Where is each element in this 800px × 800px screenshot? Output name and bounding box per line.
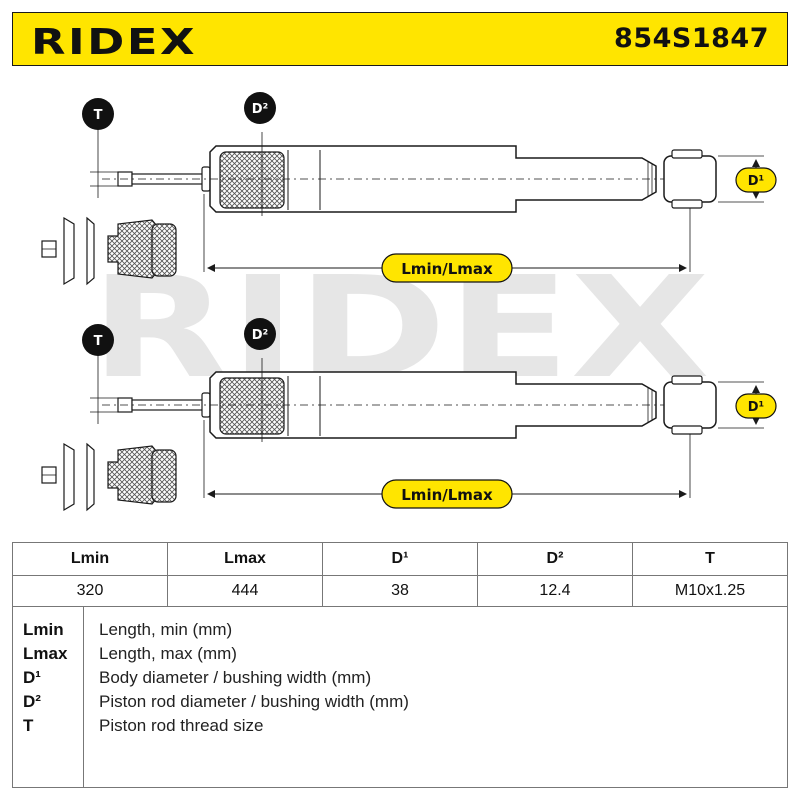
- body-diameter-label-top: D¹: [748, 174, 765, 189]
- length-label-top: Lmin/Lmax: [401, 260, 493, 278]
- spec-value-lmin: 320: [12, 575, 168, 607]
- spec-header-t: T: [632, 542, 788, 576]
- spec-table-value-row: 320 444 38 12.4 M10x1.25: [12, 575, 788, 607]
- rod-diameter-label-bottom: D²: [252, 328, 269, 343]
- drawing-view-bottom: T D² D¹ Lmin/Lmax: [42, 318, 777, 510]
- legend-key: Lmax: [23, 644, 68, 663]
- rod-callout-top: D²: [244, 92, 276, 124]
- body-diameter-label-bottom: D¹: [748, 400, 765, 415]
- header-bar: RIDEX 854S1847: [12, 12, 788, 66]
- brand-logo-text: RIDEX: [31, 26, 197, 58]
- length-callout-top: Lmin/Lmax: [381, 253, 513, 283]
- legend-desc: Length, min (mm): [99, 620, 233, 639]
- length-label-bottom: Lmin/Lmax: [401, 486, 493, 504]
- spec-table-header-row: Lmin Lmax D¹ D² T: [12, 542, 788, 576]
- spec-table: Lmin Lmax D¹ D² T 320 444 38 12.4 M10x1.…: [12, 542, 788, 607]
- spec-header-d1: D¹: [322, 542, 478, 576]
- spec-value-d1: 38: [322, 575, 478, 607]
- spec-header-lmin: Lmin: [12, 542, 168, 576]
- legend: Lmin Length, min (mm) Lmax Length, max (…: [12, 606, 788, 788]
- body-callout-bottom: D¹: [735, 393, 777, 419]
- thread-callout-bottom: T: [82, 324, 114, 356]
- spec-header-lmax: Lmax: [167, 542, 323, 576]
- drawing-view-top: T D² D¹ Lmin/Lmax: [42, 92, 777, 284]
- legend-row-lmax: Lmax Length, max (mm): [13, 644, 787, 668]
- legend-row-t: T Piston rod thread size: [13, 716, 787, 740]
- legend-key: T: [23, 716, 34, 735]
- legend-key: D¹: [23, 668, 41, 687]
- legend-key: D²: [23, 692, 41, 711]
- thread-label-top: T: [94, 108, 103, 123]
- thread-callout-top: T: [82, 98, 114, 130]
- legend-row-d1: D¹ Body diameter / bushing width (mm): [13, 668, 787, 692]
- rod-callout-bottom: D²: [244, 318, 276, 350]
- length-callout-bottom: Lmin/Lmax: [381, 479, 513, 509]
- spec-value-d2: 12.4: [477, 575, 633, 607]
- brand-logo: RIDEX: [31, 26, 197, 58]
- legend-divider: [83, 606, 84, 787]
- spec-value-lmax: 444: [167, 575, 323, 607]
- drawing-canvas: RIDEX T D² D¹ Lmin/Lmax: [12, 92, 777, 542]
- legend-row-d2: D² Piston rod diameter / bushing width (…: [13, 692, 787, 716]
- legend-row-lmin: Lmin Length, min (mm): [13, 620, 787, 644]
- legend-desc: Length, max (mm): [99, 644, 237, 663]
- legend-desc: Piston rod thread size: [99, 716, 264, 735]
- thread-label-bottom: T: [94, 334, 103, 349]
- spec-value-t: M10x1.25: [632, 575, 788, 607]
- legend-key: Lmin: [23, 620, 64, 639]
- rod-diameter-label-top: D²: [252, 102, 269, 117]
- spec-header-d2: D²: [477, 542, 633, 576]
- legend-desc: Piston rod diameter / bushing width (mm): [99, 692, 409, 711]
- part-number: 854S1847: [614, 23, 769, 54]
- legend-desc: Body diameter / bushing width (mm): [99, 668, 372, 687]
- technical-drawing: RIDEX T D² D¹ Lmin/Lmax: [12, 66, 788, 542]
- body-callout-top: D¹: [735, 167, 777, 193]
